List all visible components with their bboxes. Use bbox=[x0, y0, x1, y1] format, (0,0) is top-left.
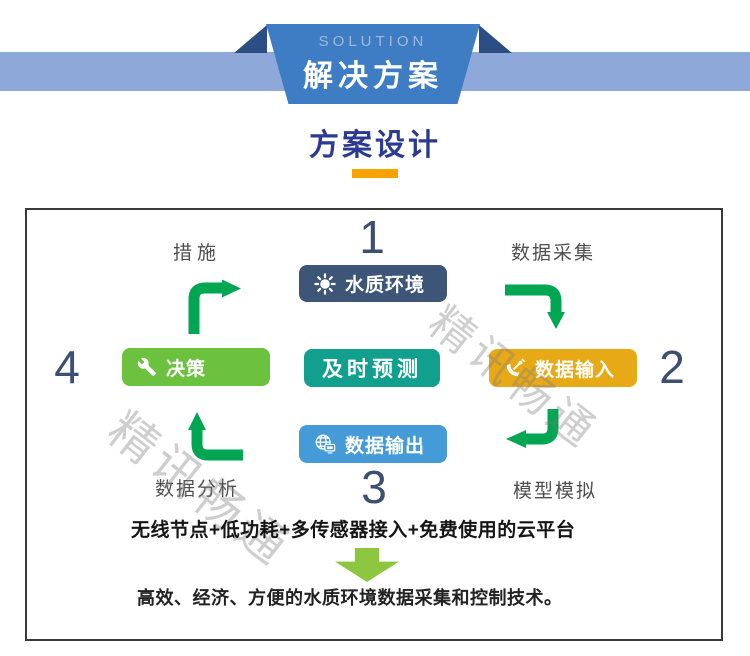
badge-timely-prediction: 及时预测 bbox=[304, 349, 440, 387]
sun-icon bbox=[314, 272, 336, 295]
ribbon-fold-right bbox=[479, 25, 512, 53]
satellite-dish-icon bbox=[504, 357, 526, 379]
badge-label: 决策 bbox=[166, 358, 207, 380]
badge-data-input: 数据输入 bbox=[489, 349, 637, 387]
flow-arrow-down-left bbox=[506, 409, 559, 448]
step-number-4: 4 bbox=[54, 341, 80, 393]
badge-label: 及时预测 bbox=[322, 358, 422, 381]
badge-label: 水质环境 bbox=[345, 275, 426, 296]
flow-arrow-right-down bbox=[505, 284, 565, 329]
edge-label-data-collection: 数据采集 bbox=[511, 243, 596, 264]
section-title-underline bbox=[352, 169, 398, 178]
banner-title: 解决方案 bbox=[303, 60, 443, 93]
badge-label: 数据输入 bbox=[535, 359, 616, 381]
flow-arrow-up-right bbox=[188, 279, 241, 334]
ribbon-banner: SOLUTION 解决方案 bbox=[266, 24, 480, 104]
globe-monitor-icon bbox=[314, 433, 336, 455]
caption-formula: 无线节点+低功耗+多传感器接入+免费使用的云平台 bbox=[131, 520, 576, 541]
section-title: 方案设计 bbox=[309, 129, 441, 162]
wrench-icon bbox=[137, 357, 157, 377]
badge-label: 数据输出 bbox=[345, 435, 426, 457]
step-number-2: 2 bbox=[659, 341, 685, 393]
banner-eyebrow: SOLUTION bbox=[318, 33, 428, 50]
step-number-1: 1 bbox=[359, 211, 385, 263]
badge-decision: 决策 bbox=[122, 348, 270, 386]
edge-label-measures: 措施 bbox=[173, 243, 222, 264]
step-number-3: 3 bbox=[361, 461, 387, 513]
badge-data-output: 数据输出 bbox=[299, 425, 447, 463]
ribbon-fold-left bbox=[234, 25, 267, 53]
flow-arrow-left-up bbox=[188, 412, 243, 461]
down-block-arrow-icon bbox=[335, 548, 399, 582]
edge-label-data-analysis: 数据分析 bbox=[155, 479, 240, 500]
badge-water-environment: 水质环境 bbox=[299, 265, 447, 302]
flow-diagram-box: 1 2 3 4 措施 数据采集 数据分析 模型模拟 水质环境 bbox=[25, 208, 723, 641]
caption-summary: 高效、经济、方便的水质环境数据采集和控制技术。 bbox=[137, 588, 563, 608]
edge-label-model-simulation: 模型模拟 bbox=[513, 481, 598, 502]
